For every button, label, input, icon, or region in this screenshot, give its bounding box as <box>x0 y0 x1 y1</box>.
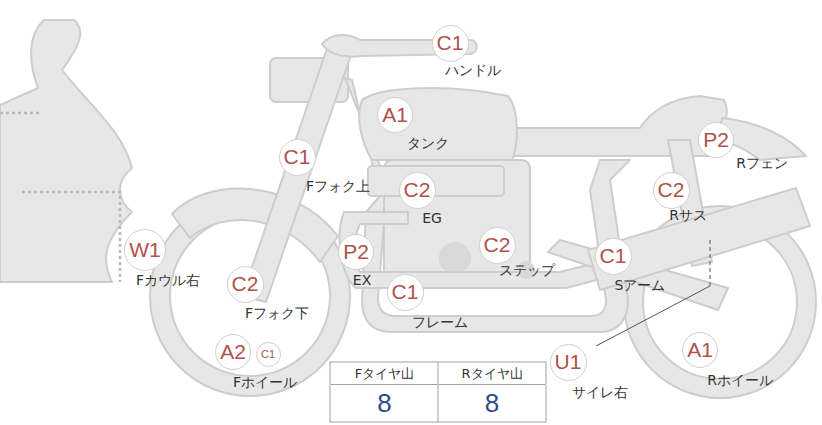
seat <box>508 96 727 156</box>
callout-code: C1 <box>595 238 632 275</box>
callout: C2Fフォク下 <box>227 266 264 303</box>
part-name: Fカウル右 <box>136 271 200 289</box>
part-name: タンク <box>407 134 449 152</box>
table-value: 8 <box>439 385 545 421</box>
callout: C2Rサス <box>653 172 690 209</box>
callout-code: A1 <box>377 97 413 133</box>
leader-line <box>710 240 711 286</box>
callout-code: C2 <box>399 172 436 209</box>
part-name: Sアーム <box>615 276 666 294</box>
part-name: Fホイール <box>233 373 297 391</box>
front-fender <box>172 189 338 262</box>
callout-code: A1 <box>682 332 718 368</box>
table-value: 8 <box>331 385 438 421</box>
silencer <box>588 188 810 290</box>
callout: U1サイレ右 <box>550 344 587 381</box>
callout-code: C2 <box>653 172 690 209</box>
callout-code: A2 <box>215 334 251 370</box>
part-name: サイレ右 <box>572 383 628 401</box>
callout-code: C1 <box>279 139 316 176</box>
callout: A2Fホイール <box>215 334 251 370</box>
callout: C2ステップ <box>479 227 516 264</box>
front-fork <box>242 40 354 302</box>
part-name: フレーム <box>412 313 468 331</box>
front-cowl <box>0 20 132 282</box>
callout-code: C2 <box>479 227 516 264</box>
callout-code: C2 <box>227 266 264 303</box>
callout-code: C1 <box>432 25 469 62</box>
frame <box>345 78 630 332</box>
part-name: Rサス <box>669 206 707 224</box>
table-header: Fタイヤ山 <box>331 363 438 385</box>
table-header: Rタイヤ山 <box>439 363 545 385</box>
part-name: Rホイール <box>707 371 773 389</box>
callout: C1Sアーム <box>595 238 632 275</box>
callout: C2EG <box>399 172 436 209</box>
part-name: EG <box>422 209 442 227</box>
callout-code: W1 <box>124 229 166 271</box>
part-name: ハンドル <box>445 61 501 79</box>
part-name: Rフェン <box>736 154 788 172</box>
part-name: Fフォク下 <box>245 304 309 322</box>
callout-code: C1 <box>387 274 424 311</box>
callout-code: U1 <box>550 344 587 381</box>
callout: P2Rフェン <box>698 122 734 158</box>
part-name: ステップ <box>499 261 555 279</box>
callout: C1ハンドル <box>432 25 469 62</box>
callout: W1Fカウル右 <box>124 229 166 271</box>
callout: C1フレーム <box>387 274 424 311</box>
callout-code: P2 <box>698 122 734 158</box>
tyre-table-frame <box>330 362 546 422</box>
cylinder <box>368 166 504 196</box>
tank <box>359 88 517 160</box>
callout: C1 <box>256 342 281 367</box>
callout: C1Fフォク上 <box>279 139 316 176</box>
part-name: Fフォク上 <box>306 177 370 195</box>
part-name: EX <box>353 271 371 289</box>
callout: P2EX <box>338 234 374 270</box>
callout-code: C1 <box>256 342 281 367</box>
callout-code: P2 <box>338 234 374 270</box>
callout: A1タンク <box>377 97 413 133</box>
callout: A1Rホイール <box>682 332 718 368</box>
